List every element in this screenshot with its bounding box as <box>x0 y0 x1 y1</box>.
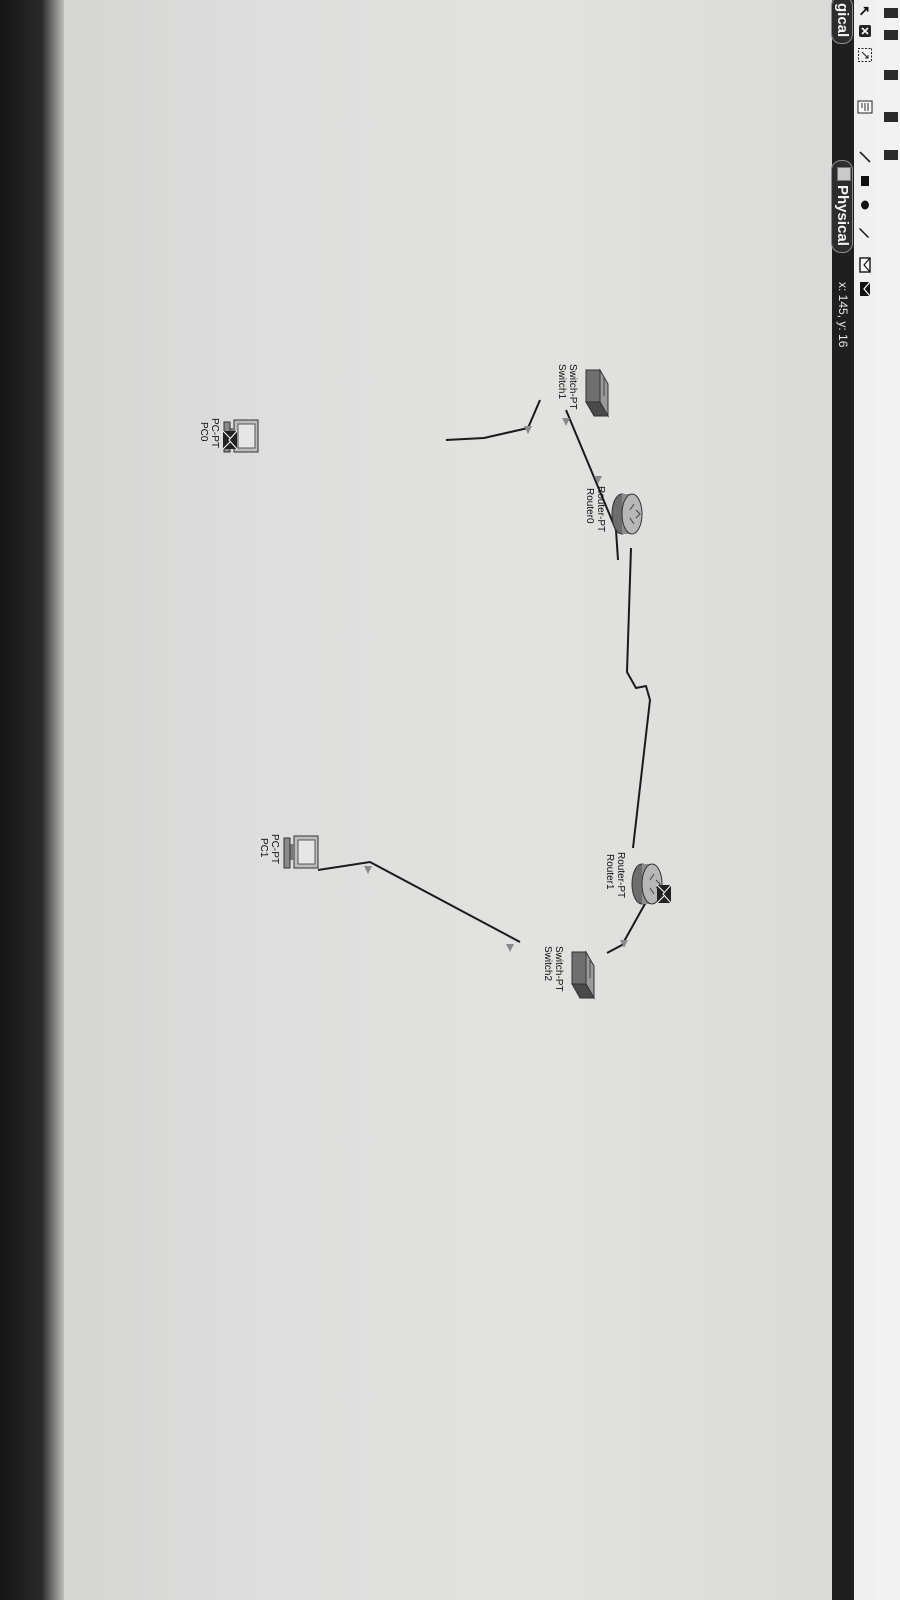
pdu-envelope-icon <box>656 884 672 904</box>
menu-fragment <box>884 70 898 80</box>
top-menu-strip <box>875 0 900 1600</box>
logical-tab[interactable]: gical <box>831 0 853 45</box>
physical-workspace-icon <box>837 167 851 181</box>
ellipse-icon[interactable] <box>856 196 874 214</box>
link-router1-switch2[interactable] <box>606 901 647 954</box>
zoom-select-icon[interactable] <box>856 46 874 64</box>
pc1-name-label: PC1 <box>258 838 269 858</box>
link-switch2-pc1[interactable] <box>317 860 521 943</box>
menu-fragment <box>884 150 898 160</box>
link-indicator <box>562 418 570 426</box>
switch2-device[interactable]: Switch-PT Switch2 <box>542 946 596 1002</box>
logical-tab-label: gical <box>834 3 851 38</box>
router0-model-label: Router-PT <box>595 486 606 533</box>
physical-tab-label: Physical <box>834 185 851 246</box>
switch1-model-label: Switch-PT <box>567 364 578 410</box>
link-indicator <box>594 476 602 484</box>
link-indicator <box>364 866 372 874</box>
window-edge-dark <box>0 0 64 1600</box>
pc0-model-label: PC-PT <box>209 418 220 448</box>
cursor-coordinates: x: 145, y: 16 <box>836 282 850 348</box>
switch-icon <box>585 368 609 418</box>
note-icon[interactable] <box>856 98 874 116</box>
router0-device[interactable]: Router-PT Router0 <box>584 486 646 538</box>
link-switch1-pc0[interactable] <box>445 399 541 441</box>
router1-name-label: Router1 <box>604 854 615 890</box>
menu-fragment <box>884 8 898 18</box>
pc1-device[interactable]: PC-PT PC1 <box>258 830 320 878</box>
pc0-device[interactable]: PC-PT PC0 <box>198 414 260 462</box>
switch2-model-label: Switch-PT <box>553 946 564 992</box>
router-icon <box>611 493 643 535</box>
menu-fragment <box>884 112 898 122</box>
rectangle-icon[interactable] <box>856 172 874 190</box>
pdu-envelope-icon <box>222 430 238 450</box>
link-indicator <box>506 944 514 952</box>
switch1-device[interactable]: Switch-PT Switch1 <box>556 364 610 420</box>
pc1-model-label: PC-PT <box>269 834 280 864</box>
freeform-icon[interactable] <box>856 224 874 242</box>
pc-icon <box>283 835 319 869</box>
router1-device[interactable]: Router-PT Router1 <box>604 852 672 908</box>
router1-model-label: Router-PT <box>615 852 626 899</box>
menu-fragment <box>884 30 898 40</box>
complex-pdu-icon[interactable] <box>856 280 874 298</box>
select-icon[interactable]: ↖ <box>857 5 874 17</box>
pc0-name-label: PC0 <box>198 422 209 442</box>
link-indicator <box>620 940 628 948</box>
router0-name-label: Router0 <box>584 488 595 524</box>
logical-workspace[interactable]: Switch-PT Switch1 PC-PT PC0 <box>64 0 832 1600</box>
physical-tab[interactable]: Physical <box>831 160 853 253</box>
connections-layer <box>317 399 652 954</box>
link-indicator <box>524 426 532 434</box>
switch2-name-label: Switch2 <box>542 946 553 982</box>
simple-pdu-icon[interactable] <box>856 256 874 274</box>
common-tools-bar: ↖ <box>853 0 876 1600</box>
link-router0-router1[interactable] <box>625 547 652 849</box>
workspace-mode-bar: gical Physical x: 145, y: 16 <box>831 0 854 1600</box>
line-icon[interactable] <box>856 148 874 166</box>
switch1-name-label: Switch1 <box>556 364 567 400</box>
switch-icon <box>571 950 595 1000</box>
delete-icon[interactable] <box>856 22 874 40</box>
